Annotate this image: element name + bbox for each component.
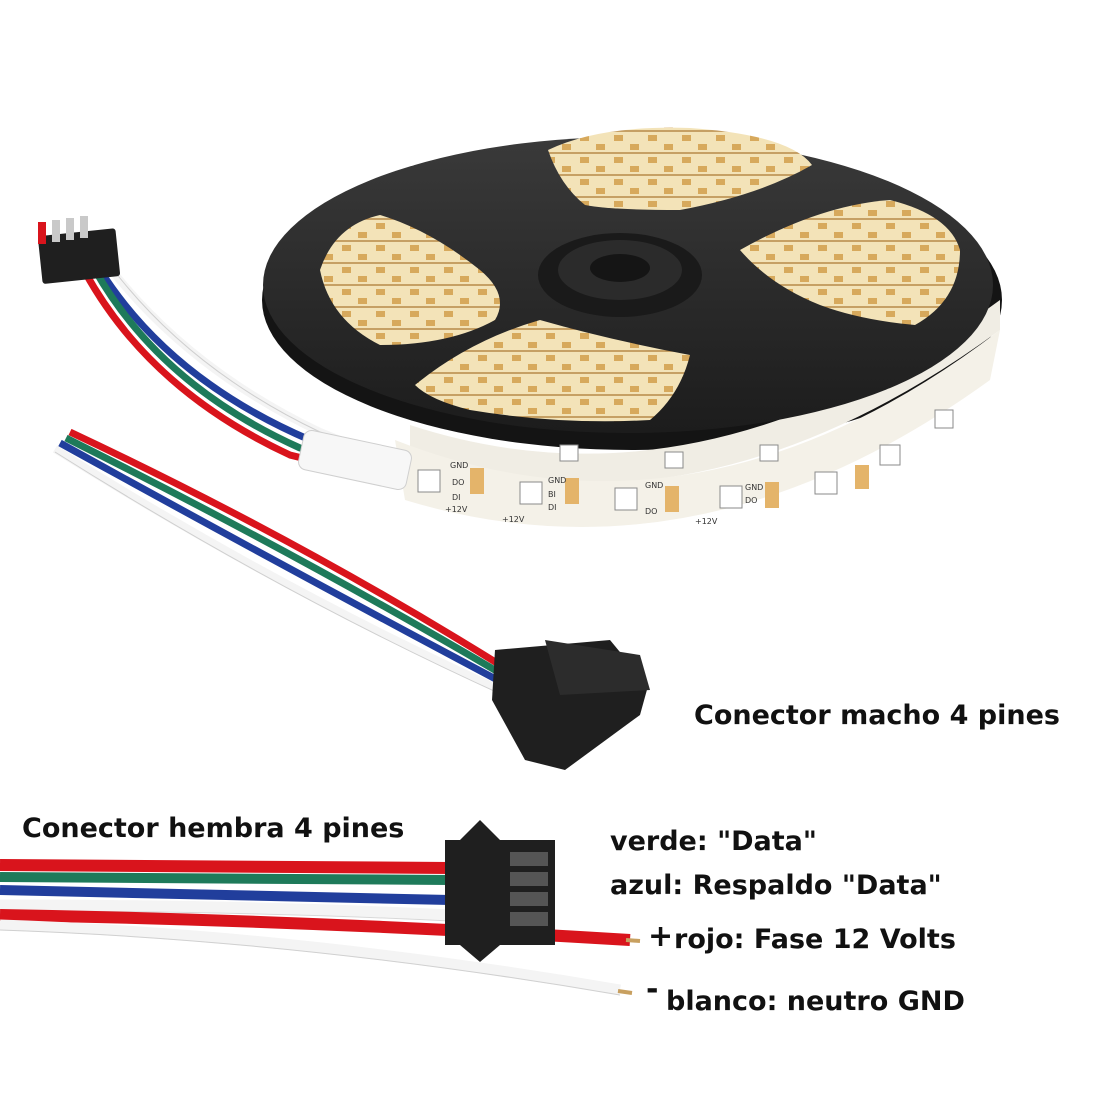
strip-label-do: DO: [645, 507, 657, 516]
white-wire: [0, 919, 621, 996]
reel-window: [548, 127, 812, 210]
strip-label-do: DO: [452, 478, 464, 487]
heat-shrink: [298, 429, 412, 491]
strip-label-gnd: GND: [548, 476, 566, 485]
led-reel: GND DO DI GND BI DI GND DO GND DO +12V +…: [262, 127, 1002, 527]
reel-window: [320, 215, 500, 345]
reel-hole: [401, 148, 419, 166]
reel-window: [740, 200, 960, 325]
strip-label-di: DI: [548, 503, 557, 512]
strip-label-bi: BI: [548, 490, 556, 499]
green-wire-label: verde: "Data": [610, 826, 817, 857]
red-wire-label: rojo: Fase 12 Volts: [674, 924, 956, 955]
minus-sign: -: [646, 972, 659, 1007]
strip-label-gnd: GND: [745, 483, 763, 492]
strip-label-12v: +12V: [445, 505, 468, 514]
female-connector-label: Conector hembra 4 pines: [22, 813, 405, 844]
strip-label-gnd: GND: [645, 481, 663, 490]
plus-sign: +: [648, 919, 674, 954]
white-wire-label: blanco: neutro GND: [666, 986, 965, 1017]
male-connector-cable: [52, 428, 650, 770]
strip-markings: GND DO DI GND BI DI GND DO GND DO +12V +…: [445, 461, 763, 526]
strip-label-gnd: GND: [450, 461, 468, 470]
strip-pigtail: [38, 216, 412, 491]
led-chips: [417, 409, 954, 512]
strip-label-12v: +12V: [695, 517, 718, 526]
strip-label-do: DO: [745, 496, 757, 505]
strip-label-12v: +12V: [502, 515, 525, 524]
blue-wire-label: azul: Respaldo "Data": [610, 870, 942, 901]
led-strip-band: [395, 330, 1000, 527]
reel-window: [415, 320, 690, 422]
strip-label-di: DI: [452, 493, 461, 502]
male-connector-label: Conector macho 4 pines: [694, 700, 1060, 731]
female-connector-cable: [0, 820, 641, 996]
male-connector-small: [38, 228, 121, 284]
